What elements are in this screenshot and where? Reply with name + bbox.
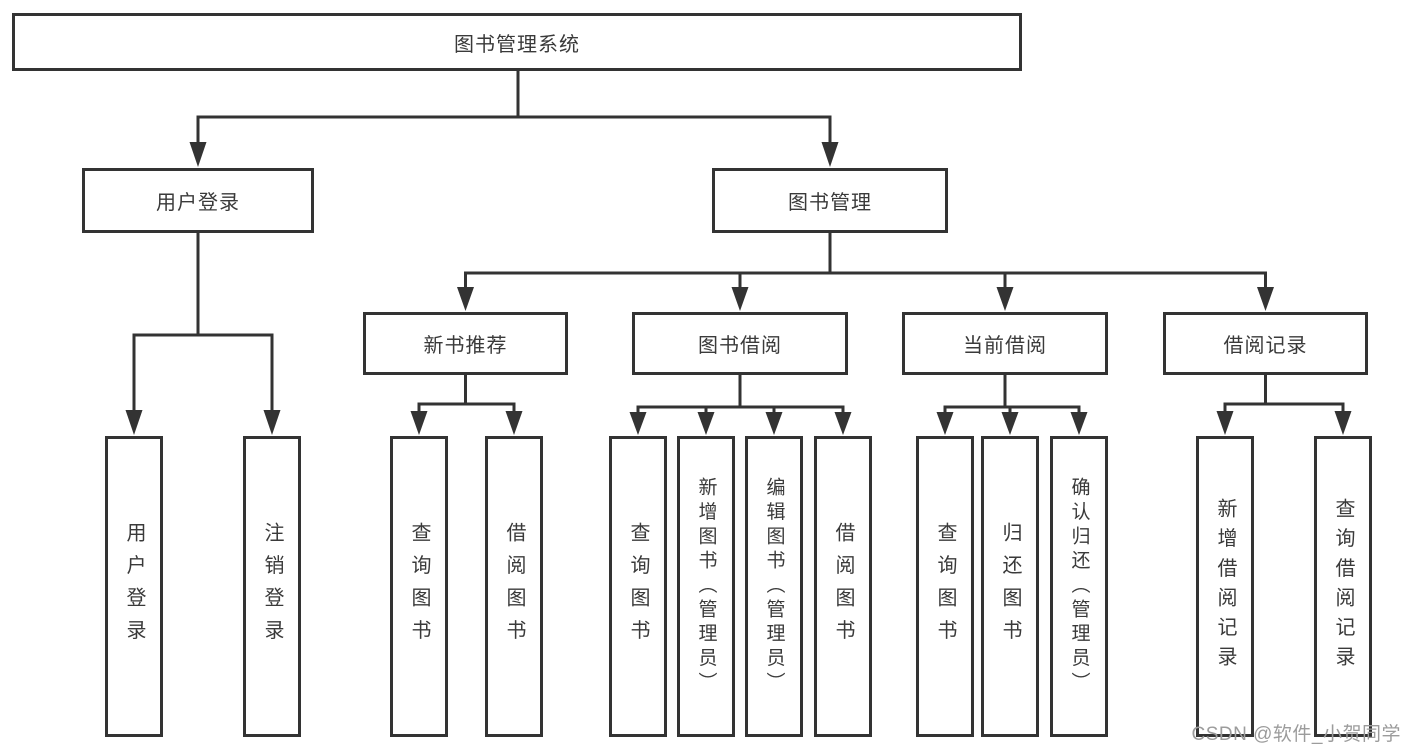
leaf-borrow-books-recommend: 借阅图书 — [485, 436, 543, 737]
node-book-borrowing: 图书借阅 — [632, 312, 848, 375]
leaf-return-books: 归还图书 — [981, 436, 1039, 737]
node-user-login: 用户登录 — [82, 168, 314, 233]
node-label: 查询图书 — [408, 521, 430, 652]
leaf-confirm-return-admin: 确认归还（管理员） — [1050, 436, 1108, 737]
node-borrowing-records: 借阅记录 — [1163, 312, 1368, 375]
leaf-query-books-recommend: 查询图书 — [390, 436, 448, 737]
node-label: 借阅图书 — [503, 521, 525, 652]
leaf-logout: 注销登录 — [243, 436, 301, 737]
node-label: 新增图书（管理员） — [695, 477, 717, 696]
leaf-query-borrow-record: 查询借阅记录 — [1314, 436, 1372, 737]
node-label: 新增借阅记录 — [1214, 497, 1236, 676]
leaf-add-borrow-record: 新增借阅记录 — [1196, 436, 1254, 737]
node-label: 注销登录 — [261, 521, 283, 652]
node-label: 确认归还（管理员） — [1068, 477, 1090, 696]
csdn-watermark: CSDN @软件_小贺同学 — [1191, 724, 1401, 745]
leaf-user-login: 用户登录 — [105, 436, 163, 737]
node-label: 图书管理系统 — [454, 33, 580, 56]
node-label: 查询图书 — [934, 521, 956, 652]
arrowheads — [125, 142, 1352, 435]
leaf-query-books-current: 查询图书 — [916, 436, 974, 737]
node-label: 图书管理 — [788, 192, 872, 214]
leaf-edit-books-admin: 编辑图书（管理员） — [745, 436, 803, 737]
node-label: 新书推荐 — [423, 335, 508, 357]
node-label: 当前借阅 — [963, 335, 1047, 357]
node-label: 查询借阅记录 — [1332, 497, 1354, 676]
node-root-system: 图书管理系统 — [12, 13, 1022, 71]
node-label: 用户登录 — [123, 521, 145, 652]
node-label: 查询图书 — [627, 521, 649, 652]
leaf-add-books-admin: 新增图书（管理员） — [677, 436, 735, 737]
node-label: 借阅图书 — [832, 521, 854, 652]
node-label: 图书借阅 — [698, 335, 782, 357]
node-label: 用户登录 — [156, 192, 240, 214]
node-label: 借阅记录 — [1223, 335, 1308, 357]
node-label: 编辑图书（管理员） — [763, 477, 785, 696]
node-new-book-recommendation: 新书推荐 — [363, 312, 568, 375]
node-current-borrowing: 当前借阅 — [902, 312, 1108, 375]
leaf-query-books-borrowing: 查询图书 — [609, 436, 667, 737]
node-label: 归还图书 — [999, 521, 1021, 652]
leaf-borrow-books: 借阅图书 — [814, 436, 872, 737]
node-book-management: 图书管理 — [712, 168, 948, 233]
